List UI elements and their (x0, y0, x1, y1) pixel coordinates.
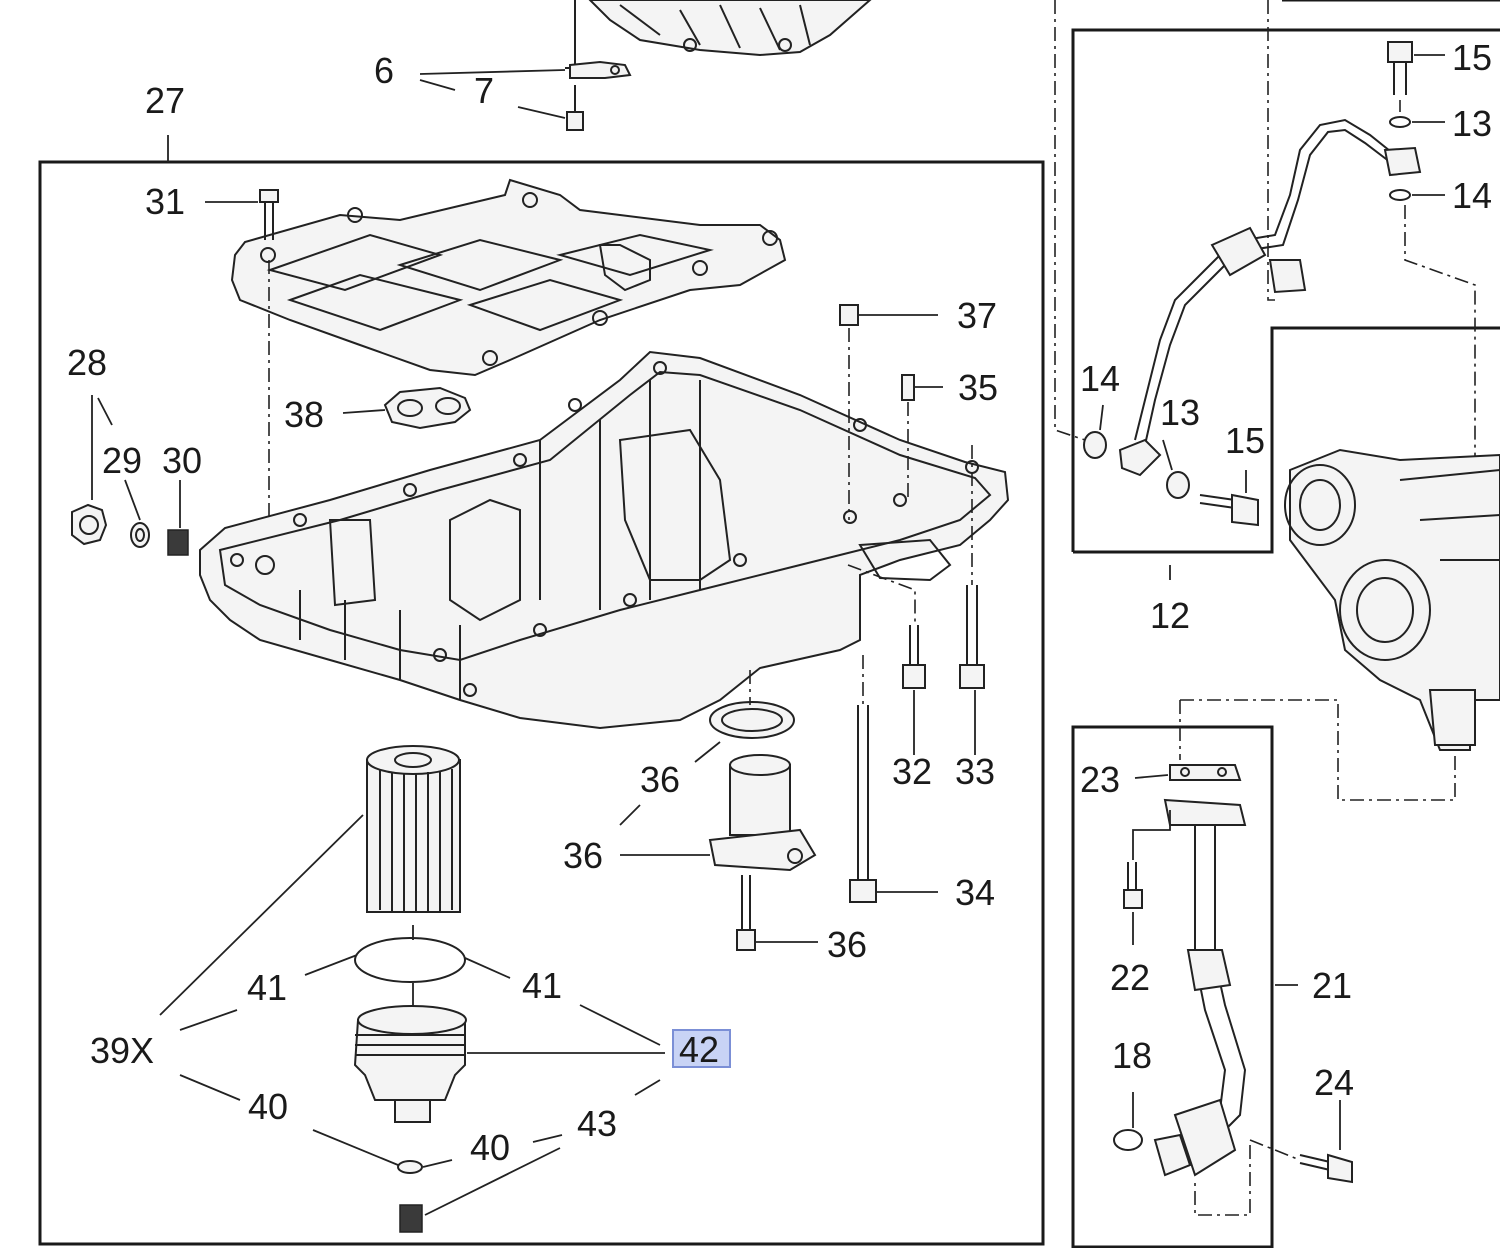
callout-7[interactable]: 7 (474, 70, 494, 111)
windage-tray (230, 178, 787, 377)
banjo-bolt-15-top (1387, 41, 1413, 95)
callout-30[interactable]: 30 (162, 440, 202, 481)
callout-33[interactable]: 33 (955, 751, 995, 792)
callout-15-bottom[interactable]: 15 (1225, 420, 1265, 461)
callout-27[interactable]: 27 (145, 80, 185, 121)
oil-return-line (1153, 798, 1247, 1177)
bolt-33 (959, 585, 985, 689)
bolt-34 (849, 705, 877, 903)
oil-filter-element (366, 745, 461, 913)
callout-31[interactable]: 31 (145, 181, 185, 222)
callout-6[interactable]: 6 (374, 50, 394, 91)
washer-14-top (1389, 189, 1411, 201)
turbo-oil-line-frame (1071, 28, 1500, 552)
drain-screw-43 (399, 1204, 423, 1233)
callout-43[interactable]: 43 (577, 1103, 617, 1144)
callout-40-right[interactable]: 40 (470, 1127, 510, 1168)
callout-21[interactable]: 21 (1312, 965, 1352, 1006)
turbo-oil-line-frame-bottom (1073, 326, 1500, 554)
callout-32[interactable]: 32 (892, 751, 932, 792)
turbocharger (1284, 448, 1500, 751)
engine-block-fragment (588, 0, 872, 57)
gasket-23 (1169, 764, 1242, 781)
bolt-32 (902, 625, 926, 689)
highlight-box-42 (672, 1029, 731, 1068)
gasket-38 (383, 386, 472, 430)
washer-14-bottom (1083, 431, 1107, 459)
oil-pan (199, 350, 1010, 730)
banjo-bolt-15-bottom (1199, 493, 1259, 527)
callout-22[interactable]: 22 (1110, 957, 1150, 998)
callout-13-bottom[interactable]: 13 (1160, 392, 1200, 433)
callout-36-bolt[interactable]: 36 (827, 924, 867, 965)
bolt-36 (736, 875, 756, 951)
oil-pump-pickup-36 (708, 754, 817, 872)
callout-14-top[interactable]: 14 (1452, 175, 1492, 216)
callout-35[interactable]: 35 (958, 367, 998, 408)
callout-14-bottom[interactable]: 14 (1080, 358, 1120, 399)
drain-plug-28 (71, 503, 108, 546)
callout-38[interactable]: 38 (284, 394, 324, 435)
oil-filter-cap (353, 1005, 467, 1123)
callout-41-left[interactable]: 41 (247, 967, 287, 1008)
washer-13-top (1389, 116, 1411, 128)
seal-18 (1113, 1129, 1143, 1151)
bolt-22 (1123, 862, 1143, 909)
seal-ring-36 (709, 701, 795, 739)
callout-36-housing[interactable]: 36 (563, 835, 603, 876)
callout-28[interactable]: 28 (67, 342, 107, 383)
washer-29 (130, 522, 150, 548)
return-line-group-frame (1071, 725, 1274, 1248)
callout-36-seal[interactable]: 36 (640, 759, 680, 800)
bolt-31 (259, 189, 279, 240)
dowel-35 (901, 374, 915, 401)
plug-30 (167, 529, 189, 556)
callout-18[interactable]: 18 (1112, 1035, 1152, 1076)
callout-34[interactable]: 34 (955, 872, 995, 913)
callout-15-top[interactable]: 15 (1452, 37, 1492, 78)
callout-29[interactable]: 29 (102, 440, 142, 481)
callout-13-top[interactable]: 13 (1452, 103, 1492, 144)
callout-37[interactable]: 37 (957, 295, 997, 336)
oil-pan-group-frame (38, 160, 1045, 1246)
bolt-24 (1299, 1153, 1353, 1184)
nut-37 (839, 304, 859, 326)
oil-pipe-bracket (565, 0, 632, 79)
callout-24[interactable]: 24 (1314, 1062, 1354, 1103)
washer-13-bottom (1166, 471, 1190, 499)
bolt-7 (566, 85, 584, 131)
callout-23[interactable]: 23 (1080, 759, 1120, 800)
callout-42[interactable]: 42 (679, 1029, 719, 1070)
o-ring-41 (354, 937, 466, 983)
callout-39x[interactable]: 39X (90, 1030, 154, 1071)
oil-feed-line (1118, 118, 1422, 477)
callout-12[interactable]: 12 (1150, 595, 1190, 636)
callout-40-left[interactable]: 40 (248, 1086, 288, 1127)
callout-41-right[interactable]: 41 (522, 965, 562, 1006)
seal-40 (397, 1160, 423, 1174)
